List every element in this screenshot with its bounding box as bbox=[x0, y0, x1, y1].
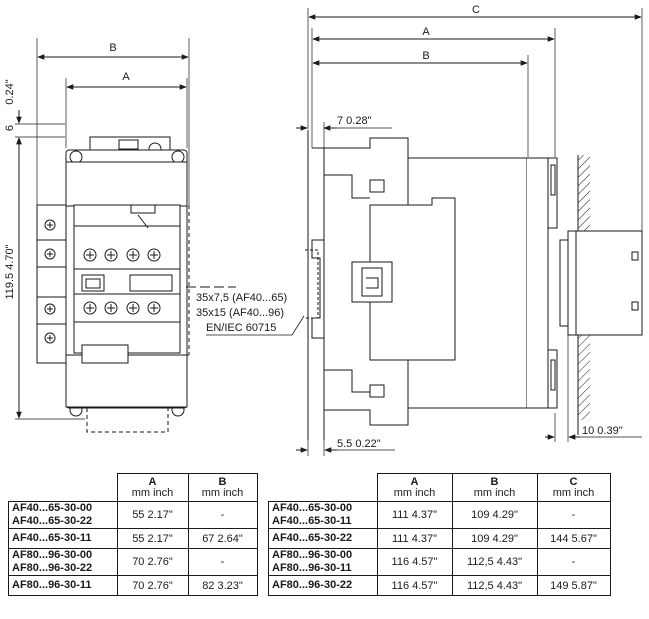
dimension-drawing: B A 6 0.24" 119.5 4.70" bbox=[4, 4, 643, 456]
front-dim-top-inch: 0.24" bbox=[4, 79, 16, 104]
front-view: B A 6 0.24" 119.5 4.70" bbox=[4, 38, 236, 433]
front-dim-top: 6 bbox=[4, 125, 16, 131]
side-dim-b: B bbox=[422, 50, 429, 62]
value-b: 82 3.23" bbox=[187, 575, 258, 596]
table-header-corner bbox=[268, 473, 378, 502]
value-b: 67 2.64" bbox=[187, 528, 258, 549]
value-a: 70 2.76" bbox=[116, 548, 189, 576]
front-dim-a: A bbox=[122, 71, 130, 83]
table-row: AF40...65-30-22 111 4.37" 109 4.29" 144 … bbox=[268, 528, 611, 549]
din-rail-label: 35x7,5 (AF40...65) 35x15 (AF40...96) EN/… bbox=[196, 292, 305, 336]
model-cell: AF40...65-30-22 bbox=[268, 528, 378, 549]
table-row: AF80...96-30-11 70 2.76" 82 3.23" bbox=[8, 575, 258, 596]
terminal-screws-top bbox=[83, 248, 161, 262]
value-a: 116 4.57" bbox=[376, 575, 453, 596]
value-c: - bbox=[536, 548, 611, 576]
aux-block-screws bbox=[44, 219, 56, 344]
table-row: AF80...96-30-22 116 4.57" 112,5 4.43" 14… bbox=[268, 575, 611, 596]
value-b: - bbox=[187, 501, 258, 529]
value-a: 70 2.76" bbox=[116, 575, 189, 596]
table-row: AF40...65-30-11 55 2.17" 67 2.64" bbox=[8, 528, 258, 549]
value-b: 109 4.29" bbox=[451, 501, 538, 529]
value-c: 149 5.87" bbox=[536, 575, 611, 596]
side-dim-left: 7 0.28" bbox=[337, 115, 372, 127]
side-view: C A B 7 0.28" bbox=[296, 4, 643, 456]
value-a: 55 2.17" bbox=[116, 501, 189, 529]
model-cell: AF80...96-30-22 bbox=[268, 575, 378, 596]
value-a: 55 2.17" bbox=[116, 528, 189, 549]
value-a: 116 4.57" bbox=[376, 548, 453, 576]
side-dim-bottom: 5.5 0.22" bbox=[337, 438, 381, 450]
side-dim-a: A bbox=[422, 26, 430, 38]
model-cell: AF40...65-30-11 bbox=[8, 528, 118, 549]
value-b: 112,5 4.43" bbox=[451, 548, 538, 576]
side-dim-right: 10 0.39" bbox=[582, 425, 623, 437]
value-b: 109 4.29" bbox=[451, 528, 538, 549]
value-a: 111 4.37" bbox=[376, 501, 453, 529]
side-dim-c: C bbox=[472, 4, 480, 16]
svg-text:EN/IEC 60715: EN/IEC 60715 bbox=[206, 322, 276, 334]
svg-text:35x15 (AF40...96): 35x15 (AF40...96) bbox=[196, 307, 284, 319]
front-dim-b: B bbox=[109, 42, 116, 54]
svg-text:35x7,5 (AF40...65): 35x7,5 (AF40...65) bbox=[196, 292, 287, 304]
value-b: - bbox=[187, 548, 258, 576]
value-c: - bbox=[536, 501, 611, 529]
value-c: 144 5.67" bbox=[536, 528, 611, 549]
value-b: 112,5 4.43" bbox=[451, 575, 538, 596]
front-dim-height: 119.5 4.70" bbox=[4, 244, 16, 299]
table-header-corner bbox=[8, 473, 118, 502]
model-cell: AF80...96-30-11 bbox=[8, 575, 118, 596]
terminal-screws-bottom bbox=[83, 301, 161, 315]
value-a: 111 4.37" bbox=[376, 528, 453, 549]
